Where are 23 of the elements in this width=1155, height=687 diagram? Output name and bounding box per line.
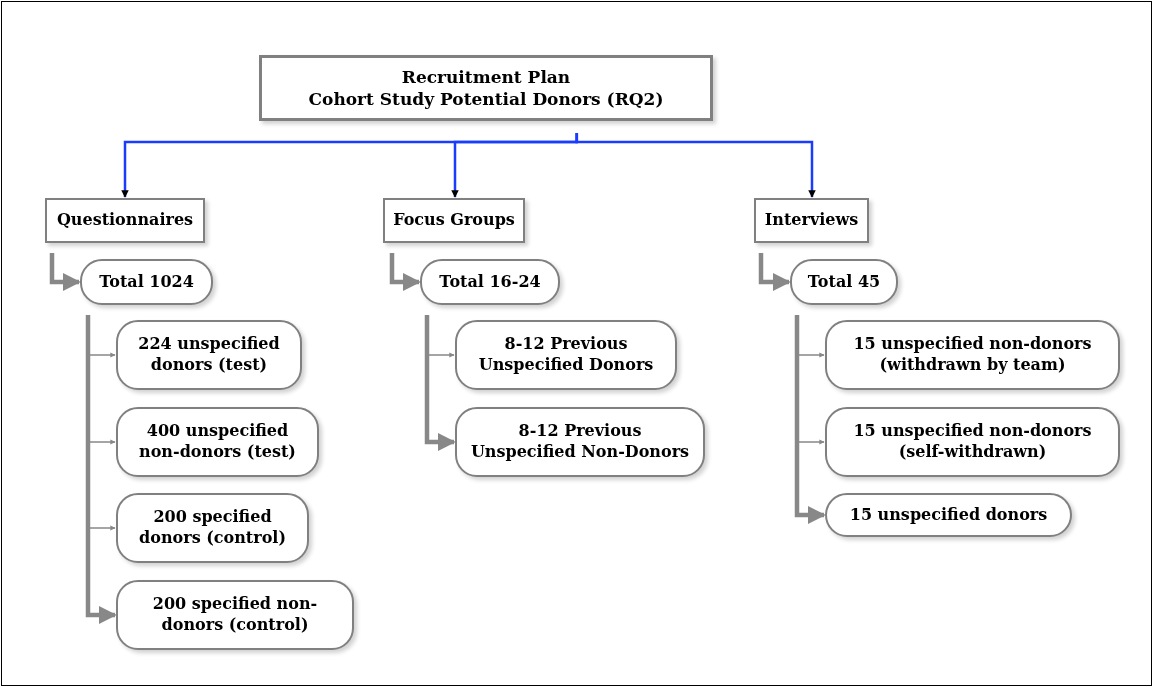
count-box: 15 unspecified donors xyxy=(825,493,1072,537)
count-box: 15 unspecified non-donors (self-withdrawn) xyxy=(825,407,1120,477)
count-box: 8-12 Previous Unspecified Donors xyxy=(455,320,677,390)
arrow xyxy=(85,315,117,624)
count-box: 200 specified donors (control) xyxy=(116,493,309,563)
count-box: 400 unspecified non-donors (test) xyxy=(116,407,319,477)
count-box: 224 unspecified donors (test) xyxy=(116,320,302,390)
count-box: Total 16-24 xyxy=(420,259,560,305)
method-box: Interviews xyxy=(754,198,869,243)
method-box: Questionnaires xyxy=(45,198,205,243)
count-box: Total 45 xyxy=(790,259,898,305)
count-box: 15 unspecified non-donors (withdrawn by team) xyxy=(825,320,1120,390)
arrow xyxy=(49,253,81,291)
arrow xyxy=(389,253,421,291)
arrow xyxy=(758,253,791,291)
arrow xyxy=(794,315,826,524)
count-box: 8-12 Previous Unspecified Non-Donors xyxy=(455,407,705,477)
arrow xyxy=(575,133,816,198)
arrow xyxy=(424,315,456,451)
count-box: Total 1024 xyxy=(80,259,213,305)
title-box: Recruitment Plan Cohort Study Potential Donors (RQ2) xyxy=(259,55,713,121)
method-box: Focus Groups xyxy=(383,198,525,243)
count-box: 200 specified non-donors (control) xyxy=(116,580,354,650)
